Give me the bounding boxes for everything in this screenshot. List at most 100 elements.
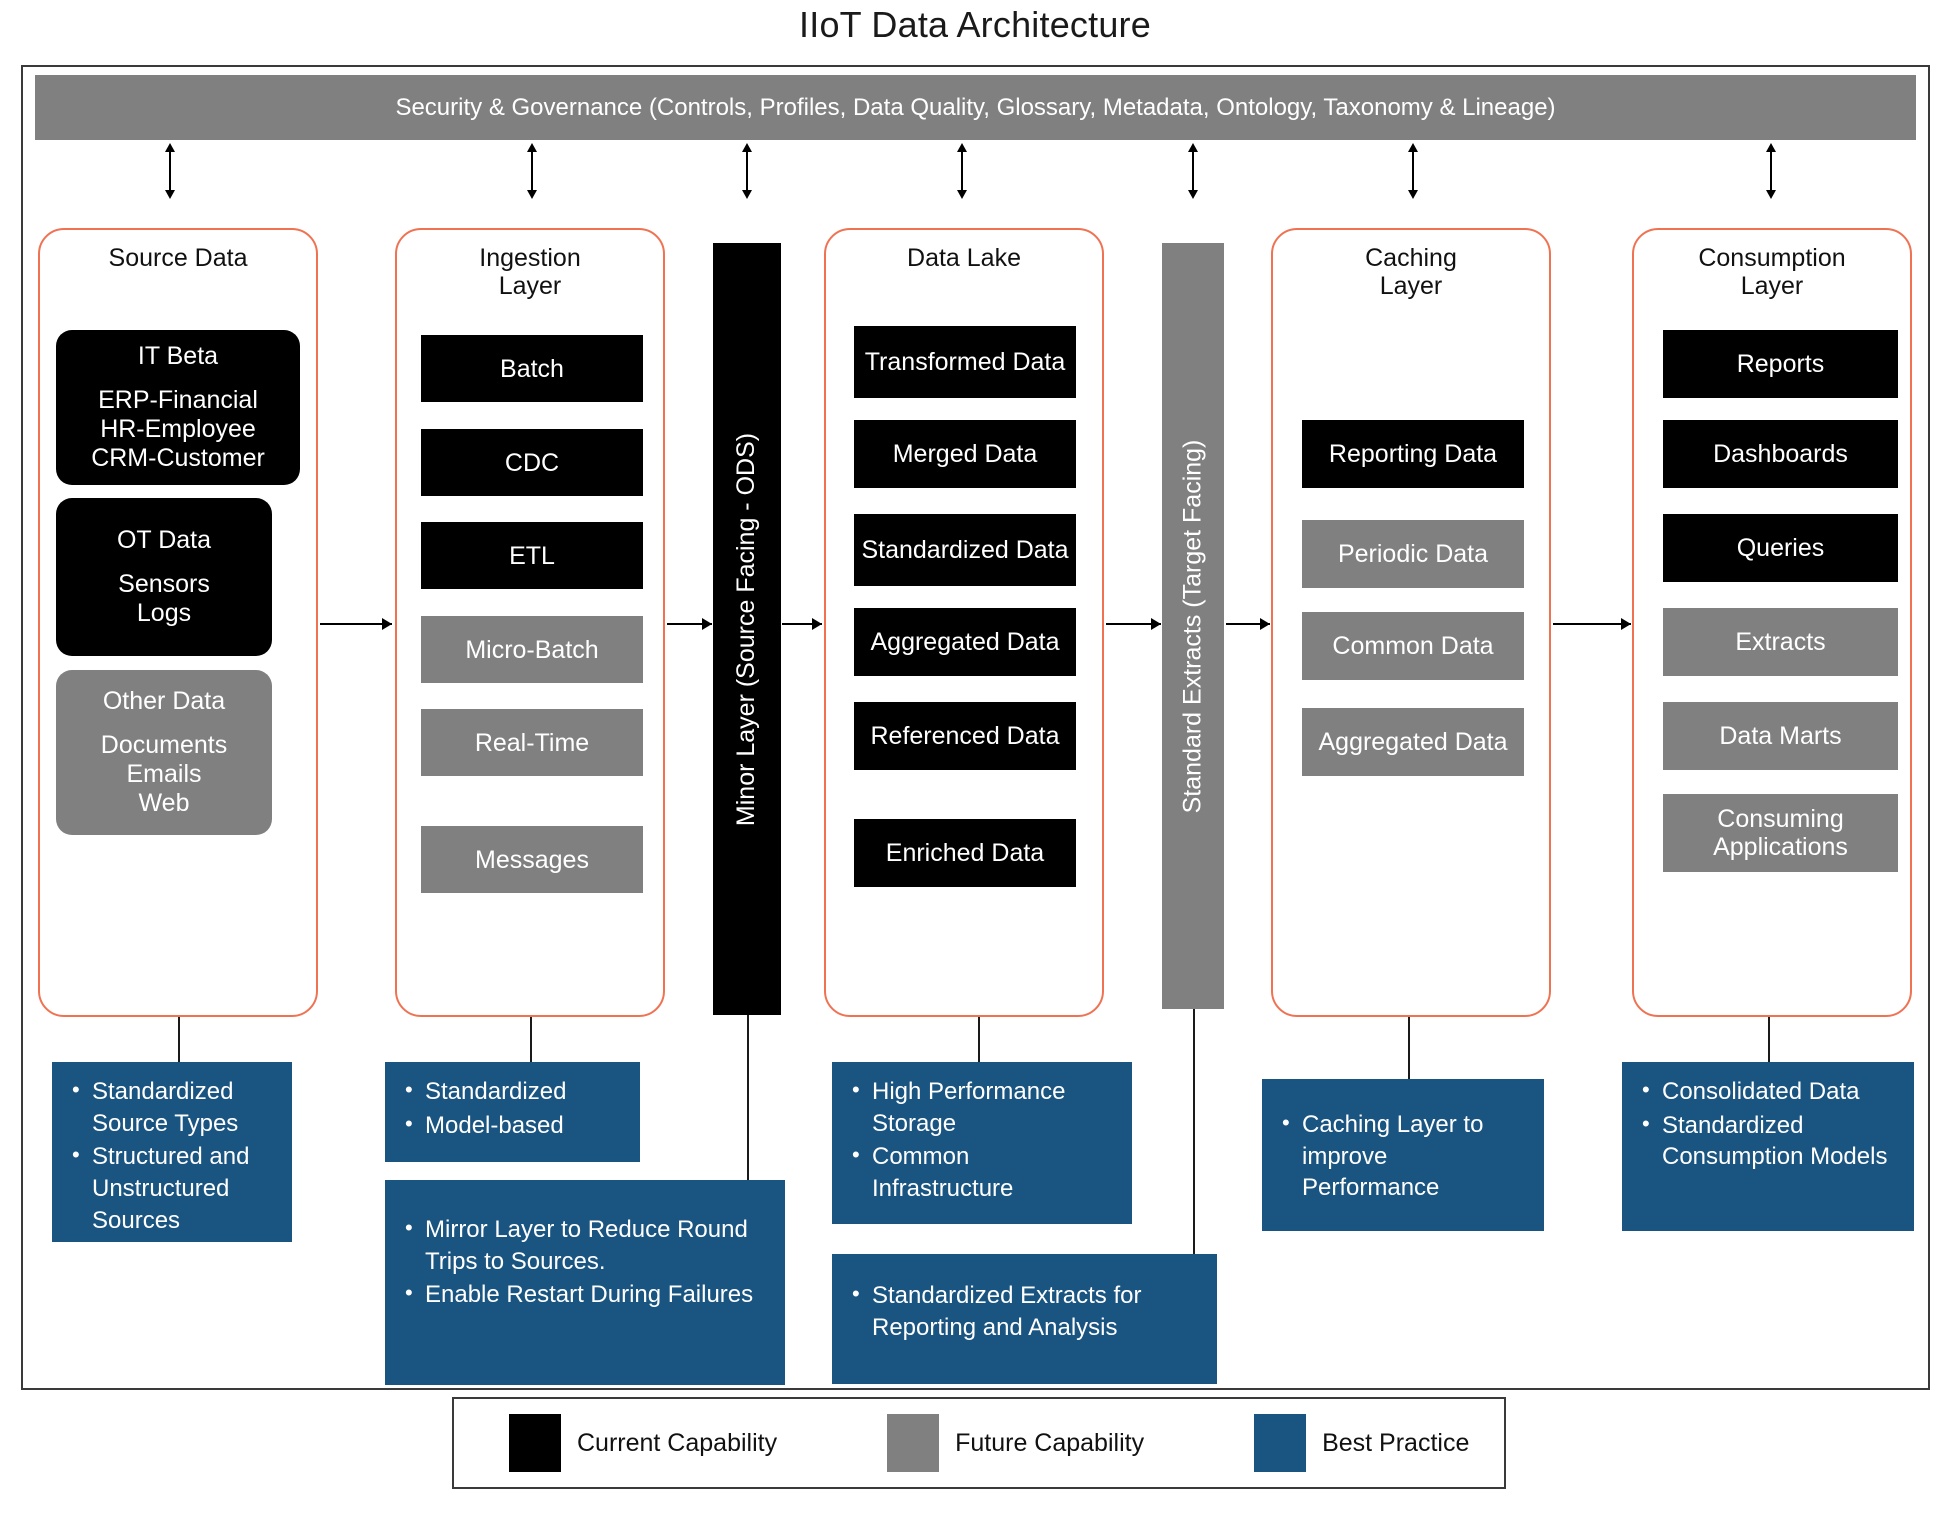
note-source-item-2: Structured and Unstructured Sources: [68, 1140, 276, 1236]
note-standard-extracts-item-1: Standardized Extracts for Reporting and …: [848, 1279, 1201, 1343]
leader-minor-layer-note: [747, 1015, 749, 1180]
chip-ot-data[interactable]: OT Data Sensors Logs: [56, 498, 272, 656]
chip-consuming-applications[interactable]: Consuming Applications: [1663, 794, 1898, 872]
note-consumption-item-1: Consolidated Data: [1638, 1075, 1898, 1108]
pillar-minor-layer-label: Minor Layer (Source Facing - ODS): [732, 432, 761, 826]
chip-merged-data[interactable]: Merged Data: [854, 420, 1076, 488]
layer-card-consumption-layer[interactable]: Consumption Layer Reports Dashboards Que…: [1632, 228, 1912, 1017]
pillar-standard-extracts-label: Standard Extracts (Target Facing): [1178, 439, 1207, 813]
chip-merged-data-label: Merged Data: [892, 440, 1038, 468]
chip-dashboards-label: Dashboards: [1713, 440, 1848, 468]
layer-title-ingestion-line2: Layer: [498, 272, 562, 300]
layer-card-data-lake[interactable]: Data Lake Transformed Data Merged Data S…: [824, 228, 1104, 1017]
chip-queries[interactable]: Queries: [1663, 514, 1898, 582]
security-governance-band: Security & Governance (Controls, Profile…: [35, 75, 1916, 140]
chip-extracts[interactable]: Extracts: [1663, 608, 1898, 676]
legend-swatch-best-practice: [1254, 1414, 1307, 1472]
note-minor-layer[interactable]: Mirror Layer to Reduce Round Trips to So…: [385, 1180, 785, 1385]
chip-ot-data-sub-2: Logs: [136, 599, 192, 627]
leader-ingestion-note: [530, 1017, 532, 1062]
chip-real-time[interactable]: Real-Time: [421, 709, 643, 776]
layer-card-source-data[interactable]: Source Data IT Beta ERP-Financial HR-Emp…: [38, 228, 318, 1017]
legend-label-best-practice: Best Practice: [1322, 1428, 1470, 1457]
chip-referenced-data-label: Referenced Data: [870, 722, 1060, 750]
layer-card-ingestion-layer[interactable]: Ingestion Layer Batch CDC ETL Micro-Batc…: [395, 228, 665, 1017]
legend-label-current-capability: Current Capability: [577, 1428, 778, 1457]
chip-cdc[interactable]: CDC: [421, 429, 643, 496]
note-caching-item-1: Caching Layer to improve Performance: [1278, 1108, 1528, 1204]
chip-other-data-sub-1: Documents: [100, 731, 228, 759]
chip-other-data-label: Other Data: [102, 687, 226, 715]
chip-aggregated-data-label: Aggregated Data: [870, 628, 1060, 656]
chip-messages[interactable]: Messages: [421, 826, 643, 893]
chip-data-marts[interactable]: Data Marts: [1663, 702, 1898, 770]
layer-title-data-lake: Data Lake: [907, 244, 1021, 272]
chip-reports-label: Reports: [1736, 350, 1825, 378]
flow-arrow-standard-extracts-to-caching: [1226, 618, 1270, 630]
pillar-standard-extracts[interactable]: Standard Extracts (Target Facing): [1162, 243, 1224, 1009]
chip-enriched-data[interactable]: Enriched Data: [854, 819, 1076, 887]
note-data-lake[interactable]: High Performance Storage Common Infrastr…: [832, 1062, 1132, 1224]
chip-other-data[interactable]: Other Data Documents Emails Web: [56, 670, 272, 835]
chip-periodic-data[interactable]: Periodic Data: [1302, 520, 1524, 588]
chip-caching-aggregated-data[interactable]: Aggregated Data: [1302, 708, 1524, 776]
chip-reports[interactable]: Reports: [1663, 330, 1898, 398]
layer-title-caching-line1: Caching: [1365, 244, 1457, 272]
chip-referenced-data[interactable]: Referenced Data: [854, 702, 1076, 770]
governance-arrow-source-data: [163, 143, 177, 199]
chip-common-data[interactable]: Common Data: [1302, 612, 1524, 680]
chip-it-beta[interactable]: IT Beta ERP-Financial HR-Employee CRM-Cu…: [56, 330, 300, 485]
chip-it-beta-sub-3: CRM-Customer: [91, 444, 265, 472]
flow-arrow-ingestion-to-minor-layer: [667, 618, 712, 630]
chip-dashboards[interactable]: Dashboards: [1663, 420, 1898, 488]
chip-aggregated-data[interactable]: Aggregated Data: [854, 608, 1076, 676]
chip-it-beta-sub-1: ERP-Financial: [98, 386, 258, 414]
leader-data-lake-note: [978, 1017, 980, 1062]
layer-title-caching-line2: Layer: [1379, 272, 1443, 300]
note-consumption-layer[interactable]: Consolidated Data Standardized Consumpti…: [1622, 1062, 1914, 1231]
legend-swatch-future-capability: [887, 1414, 940, 1472]
chip-caching-aggregated-data-label: Aggregated Data: [1318, 728, 1508, 756]
chip-micro-batch[interactable]: Micro-Batch: [421, 616, 643, 683]
leader-standard-extracts-note: [1193, 1009, 1195, 1254]
chip-it-beta-label: IT Beta: [137, 342, 219, 370]
chip-real-time-label: Real-Time: [474, 728, 590, 757]
leader-caching-note: [1408, 1017, 1410, 1079]
chip-periodic-data-label: Periodic Data: [1337, 540, 1489, 568]
legend-swatch-current-capability: [509, 1414, 561, 1472]
note-source-data[interactable]: Standardized Source Types Structured and…: [52, 1062, 292, 1242]
layer-card-caching-layer[interactable]: Caching Layer Reporting Data Periodic Da…: [1271, 228, 1551, 1017]
note-standard-extracts[interactable]: Standardized Extracts for Reporting and …: [832, 1254, 1217, 1384]
chip-data-marts-label: Data Marts: [1719, 722, 1842, 750]
legend-item-current-capability: Current Capability: [509, 1414, 777, 1472]
chip-reporting-data[interactable]: Reporting Data: [1302, 420, 1524, 488]
note-caching-layer[interactable]: Caching Layer to improve Performance: [1262, 1079, 1544, 1231]
governance-arrow-caching-layer: [1406, 143, 1420, 199]
governance-arrow-data-lake: [955, 143, 969, 199]
governance-arrow-minor-layer: [740, 143, 754, 199]
chip-transformed-data[interactable]: Transformed Data: [854, 326, 1076, 398]
chip-other-data-sub-3: Web: [138, 789, 190, 817]
governance-arrow-standard-extracts: [1186, 143, 1200, 199]
chip-queries-label: Queries: [1736, 534, 1825, 562]
note-source-item-1: Standardized Source Types: [68, 1075, 276, 1139]
chip-ot-data-sub-1: Sensors: [118, 570, 210, 598]
chip-standardized-data[interactable]: Standardized Data: [854, 514, 1076, 586]
pillar-minor-layer[interactable]: Minor Layer (Source Facing - ODS): [713, 243, 781, 1015]
note-minor-layer-item-2: Enable Restart During Failures: [401, 1278, 769, 1311]
flow-arrow-source-to-ingestion: [320, 618, 392, 630]
flow-arrow-minor-layer-to-data-lake: [782, 618, 822, 630]
chip-messages-label: Messages: [475, 845, 589, 874]
leader-consumption-note: [1768, 1017, 1770, 1062]
chip-batch-label: Batch: [500, 354, 564, 383]
chip-enriched-data-label: Enriched Data: [885, 839, 1045, 867]
legend-label-future-capability: Future Capability: [955, 1428, 1145, 1457]
governance-arrow-consumption-layer: [1764, 143, 1778, 199]
chip-extracts-label: Extracts: [1735, 628, 1826, 656]
note-consumption-item-2: Standardized Consumption Models: [1638, 1109, 1898, 1173]
chip-batch[interactable]: Batch: [421, 335, 643, 402]
legend-item-best-practice: Best Practice: [1254, 1414, 1469, 1472]
chip-etl[interactable]: ETL: [421, 522, 643, 589]
note-ingestion-layer[interactable]: Standardized Model-based: [385, 1062, 640, 1162]
note-ingestion-item-2: Model-based: [401, 1109, 624, 1142]
